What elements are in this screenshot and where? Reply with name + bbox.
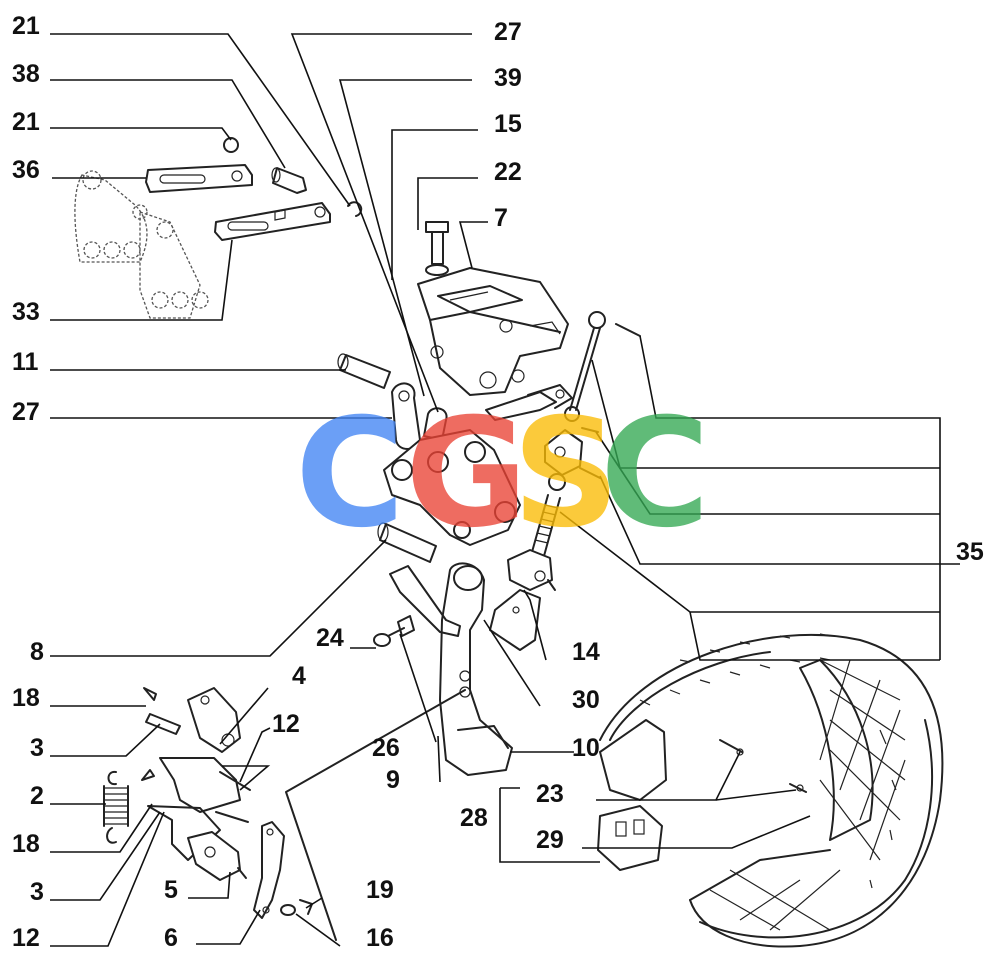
small-pin (581, 427, 599, 433)
callout-5: 5 (164, 876, 178, 904)
pin-3-upper (145, 713, 181, 735)
block-14 (507, 549, 556, 591)
watermark-letter-c2: C (600, 387, 710, 561)
screw-24 (373, 615, 415, 647)
callout-18-upper: 18 (12, 684, 40, 712)
callout-8: 8 (30, 638, 44, 666)
clevis-block (544, 429, 601, 479)
callout-24: 24 (316, 624, 344, 652)
bracket-housing-7 (417, 267, 569, 396)
callout-39: 39 (494, 64, 522, 92)
fork-links (485, 384, 573, 421)
callout-6: 6 (164, 924, 178, 952)
callout-21-top: 21 (12, 12, 40, 40)
slotted-plate-33 (214, 202, 331, 241)
callout-38: 38 (12, 60, 40, 88)
wire-links-12 (147, 757, 251, 861)
triple-hole-plate (383, 429, 521, 546)
callout-16: 16 (366, 924, 394, 952)
split-pin-18-upper (143, 687, 157, 701)
callout-15: 15 (494, 110, 522, 138)
callout-35: 35 (956, 538, 984, 566)
parts-drawing (74, 137, 944, 948)
callout-26: 26 (372, 734, 400, 762)
brake-shoe-end (597, 719, 807, 871)
circlip-21-lower (347, 201, 363, 217)
callout-30: 30 (572, 686, 600, 714)
pin-8 (377, 522, 437, 563)
washer-16 (280, 904, 296, 916)
callout-28: 28 (460, 804, 488, 832)
bolt-22 (425, 221, 449, 276)
clevis-4 (187, 687, 241, 753)
callout-14: 14 (572, 638, 600, 666)
callout-4: 4 (292, 662, 306, 690)
clevis-5 (187, 831, 247, 881)
callout-10: 10 (572, 734, 600, 762)
callout-18-lower: 18 (12, 830, 40, 858)
split-pin (615, 323, 641, 337)
cgsc-watermark: C G S C (295, 387, 710, 561)
callout-labels: 21 38 21 36 33 11 27 8 18 3 2 18 3 12 4 … (12, 12, 984, 952)
callout-2: 2 (30, 782, 44, 810)
pin-11 (337, 353, 391, 389)
callout-12-upper: 12 (272, 710, 300, 738)
lever-6 (253, 821, 285, 919)
spring-2 (103, 770, 129, 844)
callout-27-left: 27 (12, 398, 40, 426)
callout-19: 19 (366, 876, 394, 904)
pedal-arm (439, 562, 513, 776)
callout-29: 29 (536, 826, 564, 854)
callout-36: 36 (12, 156, 40, 184)
brake-drum (599, 633, 944, 948)
callout-9: 9 (386, 766, 400, 794)
ghost-linkage (74, 170, 209, 319)
callout-7: 7 (494, 204, 508, 232)
split-pin-18-lower (141, 769, 155, 781)
callout-11: 11 (12, 348, 39, 376)
callout-3-upper: 3 (30, 734, 44, 762)
adjuster-rod (564, 311, 606, 422)
callout-33: 33 (12, 298, 40, 326)
slotted-link-36 (145, 164, 253, 193)
clip-26 (389, 565, 461, 637)
watermark-letter-g: G (405, 387, 528, 561)
spring-rod (531, 473, 566, 557)
circlip-21-upper (223, 137, 239, 153)
clip-19 (299, 899, 313, 915)
callout-27-right: 27 (494, 18, 522, 46)
callout-23: 23 (536, 780, 564, 808)
callout-12-lower: 12 (12, 924, 40, 952)
callout-3-lower: 3 (30, 878, 44, 906)
callout-22: 22 (494, 158, 522, 186)
callout-21-second: 21 (12, 108, 40, 136)
watermark-letter-c1: C (295, 387, 405, 561)
leader-lines (50, 33, 960, 947)
pin-38 (271, 167, 307, 194)
cable (285, 689, 466, 941)
watermark-letter-s: S (512, 387, 620, 561)
